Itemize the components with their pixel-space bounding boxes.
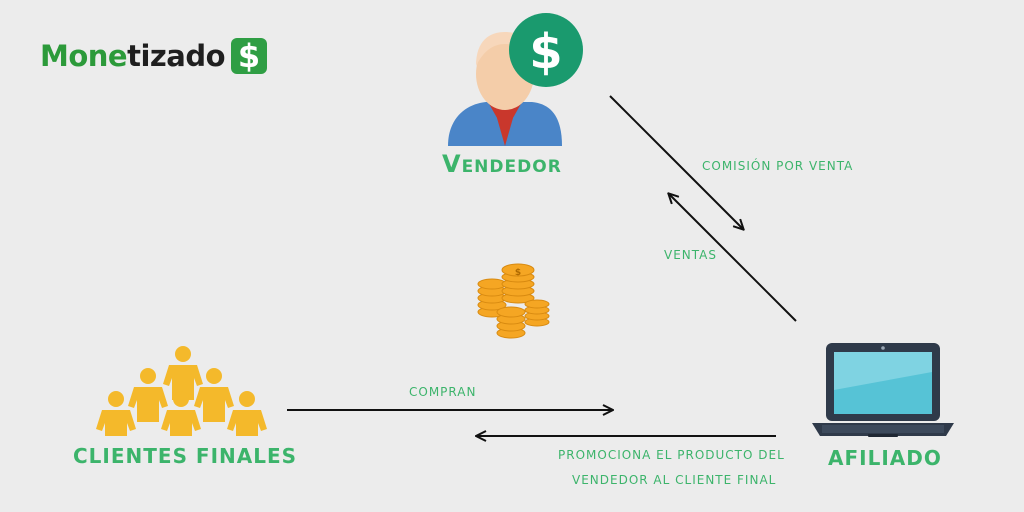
customers-label: CLIENTES FINALES	[73, 444, 298, 468]
seller-label: Vendedor	[442, 150, 562, 178]
arrow-commission	[609, 95, 743, 229]
edge-label-promote-line1: PROMOCIONA EL PRODUCTO DEL	[558, 448, 785, 462]
edge-label-sales: VENTAS	[664, 248, 717, 262]
brand-logo: Mone tizado $	[40, 36, 268, 76]
edge-label-commission: COMISIÓN POR VENTA	[702, 159, 854, 173]
arrow-sales	[669, 194, 797, 322]
logo-text-part-1: Mone	[40, 39, 128, 73]
dollar-coin-badge-icon: $	[509, 13, 583, 87]
coin-stack-icon: $	[477, 263, 550, 339]
edge-label-promote-line2: VENDEDOR AL CLIENTE FINAL	[572, 473, 777, 487]
svg-text:$: $	[515, 268, 521, 278]
edge-label-buy: COMPRAN	[409, 385, 477, 399]
affiliate-label: AFILIADO	[828, 446, 942, 470]
crowd-people-icon	[96, 346, 267, 436]
logo-text-part-2: tizado	[127, 39, 226, 73]
dollar-badge-icon: $	[231, 38, 268, 74]
badge-dollar-text: $	[529, 24, 562, 80]
laptop-icon	[812, 343, 954, 437]
